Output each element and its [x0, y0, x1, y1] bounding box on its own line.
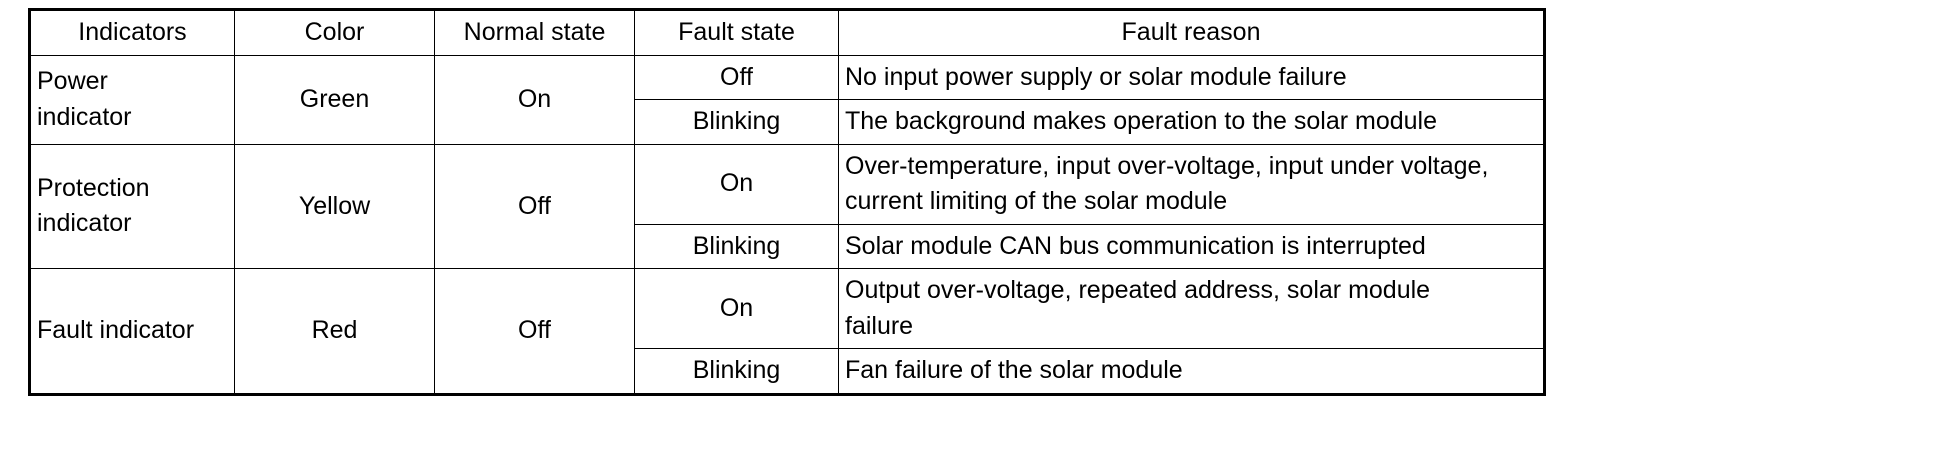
table-body: Power indicator Green On Off No input po… — [29, 54, 1545, 395]
table-row: Power indicator Green On Off No input po… — [29, 54, 1545, 145]
fault-reason-line1: Over-temperature, input over-voltage, in… — [845, 151, 1489, 180]
indicator-name-line1: Protection — [37, 173, 150, 202]
indicator-fault-table: Indicators Color Normal state Fault stat… — [28, 8, 1546, 396]
fault-reason-line2: failure — [845, 311, 914, 340]
fault-reason-cell: Output over-voltage, repeated address, s… — [838, 268, 1545, 349]
header-row: Indicators Color Normal state Fault stat… — [29, 9, 1545, 56]
indicator-name-line2: indicator — [37, 102, 132, 131]
indicator-name-line2: indicator — [37, 209, 132, 238]
column-header-fault-reason: Fault reason — [838, 9, 1545, 56]
indicator-normal-state-power: On — [434, 54, 635, 145]
table-row: Fault indicator Red Off On Output over-v… — [29, 268, 1545, 395]
fault-state-cell: Blinking — [634, 348, 839, 395]
indicator-name-line1: Power — [37, 67, 108, 95]
indicator-normal-state-fault: Off — [434, 268, 635, 395]
fault-reason-line2: current limiting of the solar module — [845, 187, 1228, 215]
column-header-color: Color — [234, 9, 435, 56]
fault-reason-line1: The background makes operation to the so… — [845, 107, 1438, 135]
indicator-name-line1: Fault indicator — [37, 316, 195, 344]
fault-reason-line1: Fan failure of the solar module — [845, 356, 1183, 384]
indicator-color-fault: Red — [234, 268, 435, 395]
fault-state-cell: On — [634, 143, 839, 225]
indicator-name-power: Power indicator — [29, 54, 235, 145]
fault-reason-line1: Output over-voltage, repeated address, s… — [845, 276, 1431, 304]
fault-reason-line1: Solar module CAN bus communication is in… — [845, 231, 1426, 260]
column-header-fault-state: Fault state — [634, 9, 839, 56]
table-header: Indicators Color Normal state Fault stat… — [29, 9, 1545, 56]
fault-state-cell: On — [634, 268, 839, 349]
indicator-color-protection: Yellow — [234, 143, 435, 269]
fault-reason-cell: Fan failure of the solar module — [838, 348, 1545, 395]
fault-state-cell: Blinking — [634, 223, 839, 269]
fault-reason-cell: The background makes operation to the so… — [838, 99, 1545, 145]
table-row: Protection indicator Yellow Off On Over-… — [29, 143, 1545, 269]
indicator-name-fault: Fault indicator — [29, 268, 235, 395]
fault-reason-cell: No input power supply or solar module fa… — [838, 54, 1545, 100]
table-row: Blinking Fan failure of the solar module — [30, 348, 1545, 395]
indicator-normal-state-protection: Off — [434, 143, 635, 269]
fault-reason-line1: No input power supply or solar module fa… — [845, 62, 1347, 91]
indicator-name-protection: Protection indicator — [29, 143, 235, 269]
column-header-normal-state: Normal state — [434, 9, 635, 56]
indicator-color-power: Green — [234, 54, 435, 145]
fault-reason-cell: Solar module CAN bus communication is in… — [838, 223, 1545, 269]
table-row: Blinking The background makes operation … — [30, 99, 1545, 145]
column-header-indicators: Indicators — [29, 9, 235, 56]
fault-reason-cell: Over-temperature, input over-voltage, in… — [838, 143, 1545, 225]
fault-state-cell: Blinking — [634, 99, 839, 145]
table-container: Indicators Color Normal state Fault stat… — [28, 8, 1546, 396]
fault-state-cell: Off — [634, 54, 839, 100]
